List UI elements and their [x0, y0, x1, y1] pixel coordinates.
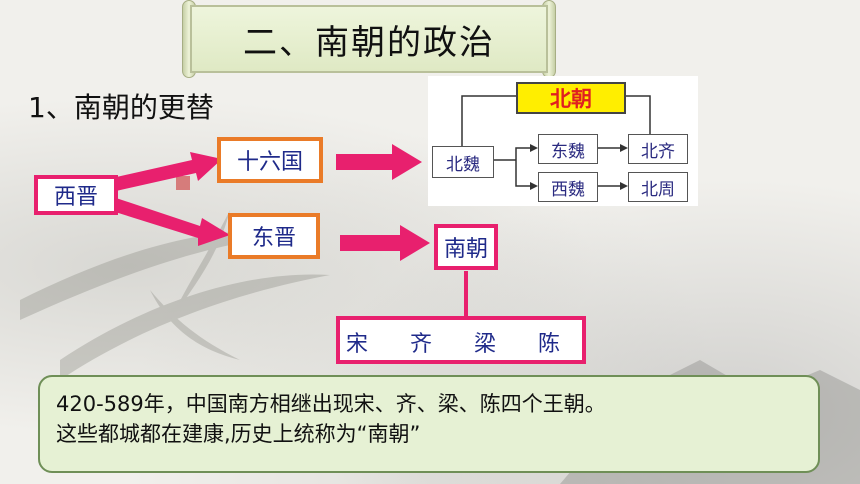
arrow-xijin-to-dongjin [112, 198, 230, 246]
caption-box: 420-589年，中国南方相继出现宋、齐、梁、陈四个王朝。 这些都城都在建康,历… [38, 375, 820, 473]
arrow-xijin-to-sixteen [112, 152, 222, 191]
chain-item-liang: 梁 [474, 332, 497, 357]
chain-item-qi: 齐 [410, 332, 433, 357]
northern-dynasties-chart: 北朝 北魏 东魏 北齐 西魏 北周 [428, 76, 698, 206]
node-dongwei: 东魏 [538, 134, 598, 164]
arrow-dongjin-to-nanchao [340, 225, 430, 261]
southern-chain-box [336, 316, 586, 364]
node-beiwei: 北魏 [432, 146, 494, 178]
caption-line-1: 420-589年，中国南方相继出现宋、齐、梁、陈四个王朝。 [56, 392, 606, 416]
chain-item-song: 宋 [346, 332, 369, 357]
node-xijin: 西晋 [34, 175, 118, 215]
node-dongjin: 东晋 [228, 213, 320, 259]
node-beizhou: 北周 [628, 172, 688, 202]
page-title: 二、南朝的政治 [190, 5, 548, 73]
node-beiqi: 北齐 [628, 134, 688, 164]
chain-item-chen: 陈 [538, 332, 561, 357]
arrow-sixteen-to-beiwei [336, 144, 422, 180]
caption-line-2: 这些都城都在建康,历史上统称为“南朝” [56, 422, 421, 446]
node-sixteen-kingdoms: 十六国 [217, 137, 323, 183]
section-subtitle: 1、南朝的更替 [28, 91, 214, 124]
node-beichao: 北朝 [516, 82, 626, 114]
node-xiwei: 西魏 [538, 172, 598, 202]
chart-connectors [461, 95, 651, 190]
node-nanchao: 南朝 [434, 224, 498, 270]
